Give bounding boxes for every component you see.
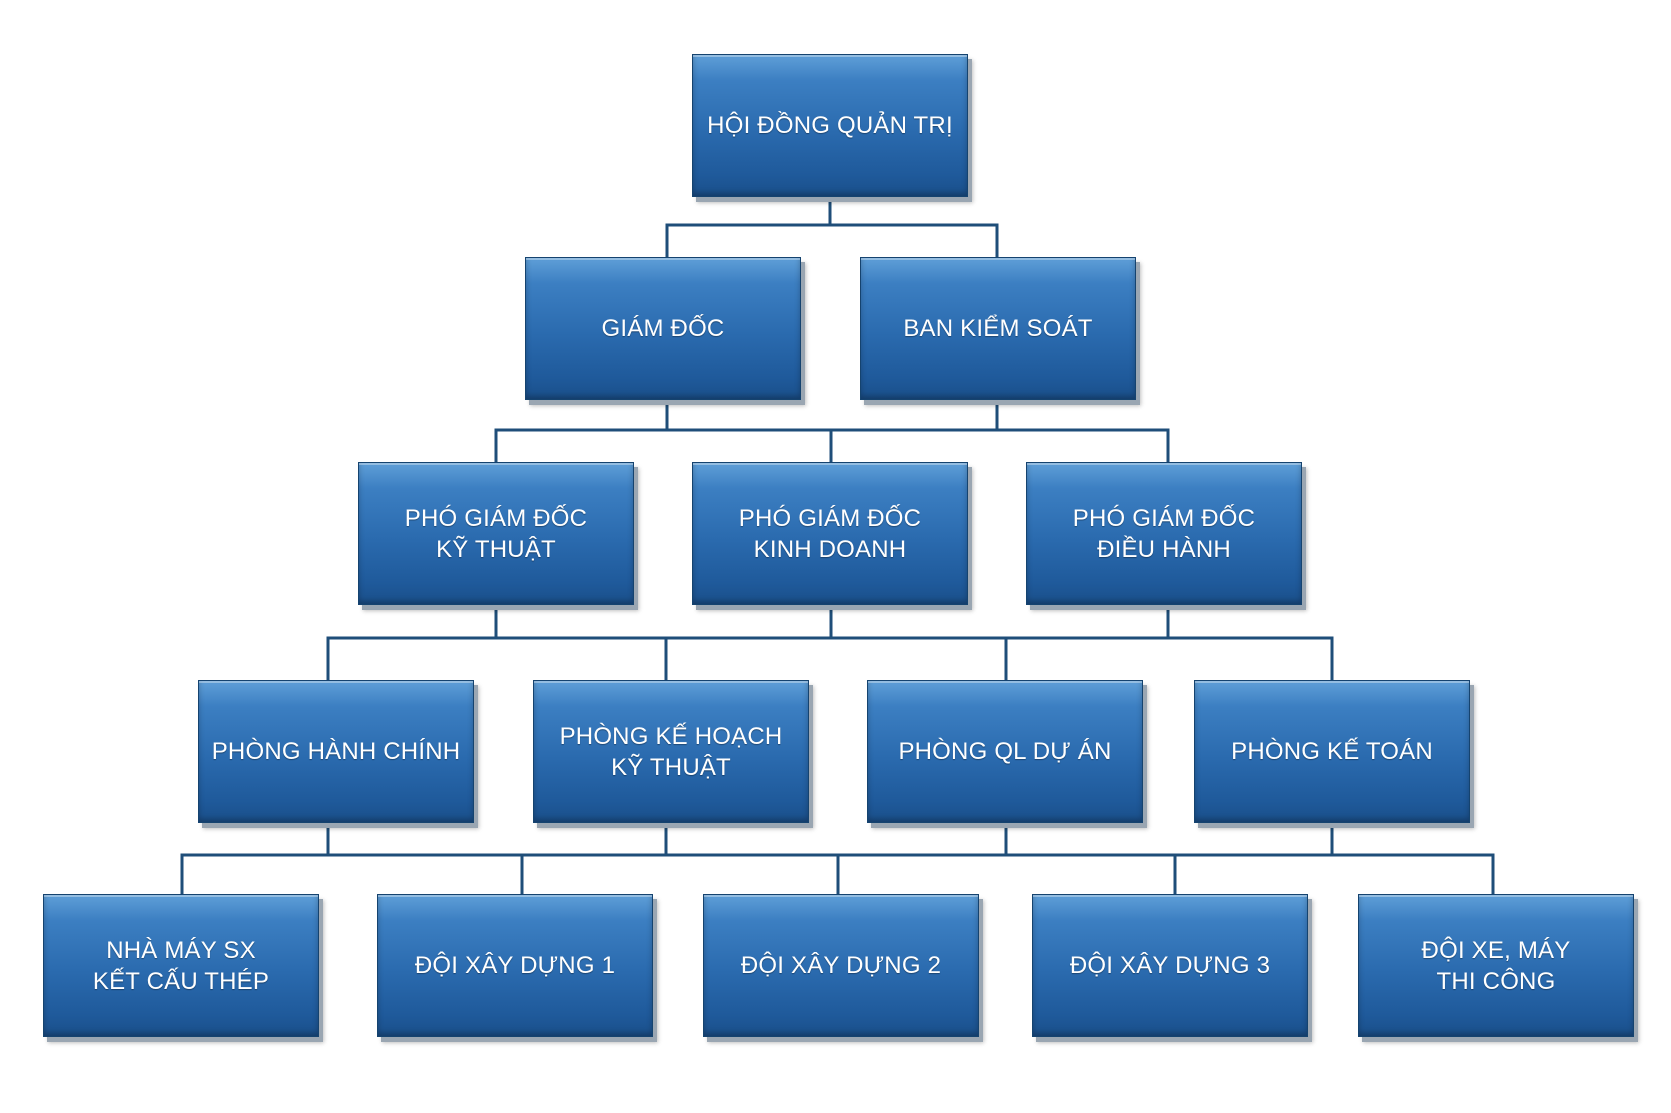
node-construction-team-2: ĐỘI XÂY DỰNG 2	[703, 894, 979, 1037]
node-vp-operations: PHÓ GIÁM ĐỐC ĐIỀU HÀNH	[1026, 462, 1302, 605]
node-vp-business: PHÓ GIÁM ĐỐC KINH DOANH	[692, 462, 968, 605]
node-dept-admin: PHÒNG HÀNH CHÍNH	[198, 680, 474, 823]
node-dept-project-management: PHÒNG QL DỰ ÁN	[867, 680, 1143, 823]
node-dept-accounting: PHÒNG KẾ TOÁN	[1194, 680, 1470, 823]
node-vehicles-machinery-team: ĐỘI XE, MÁY THI CÔNG	[1358, 894, 1634, 1037]
node-dept-planning: PHÒNG KẾ HOẠCH KỸ THUẬT	[533, 680, 809, 823]
node-construction-team-3: ĐỘI XÂY DỰNG 3	[1032, 894, 1308, 1037]
node-board: HỘI ĐỒNG QUẢN TRỊ	[692, 54, 968, 197]
node-steel-factory: NHÀ MÁY SX KẾT CẤU THÉP	[43, 894, 319, 1037]
node-director: GIÁM ĐỐC	[525, 257, 801, 400]
node-supervisory-board: BAN KIỂM SOÁT	[860, 257, 1136, 400]
node-construction-team-1: ĐỘI XÂY DỰNG 1	[377, 894, 653, 1037]
node-vp-technical: PHÓ GIÁM ĐỐC KỸ THUẬT	[358, 462, 634, 605]
